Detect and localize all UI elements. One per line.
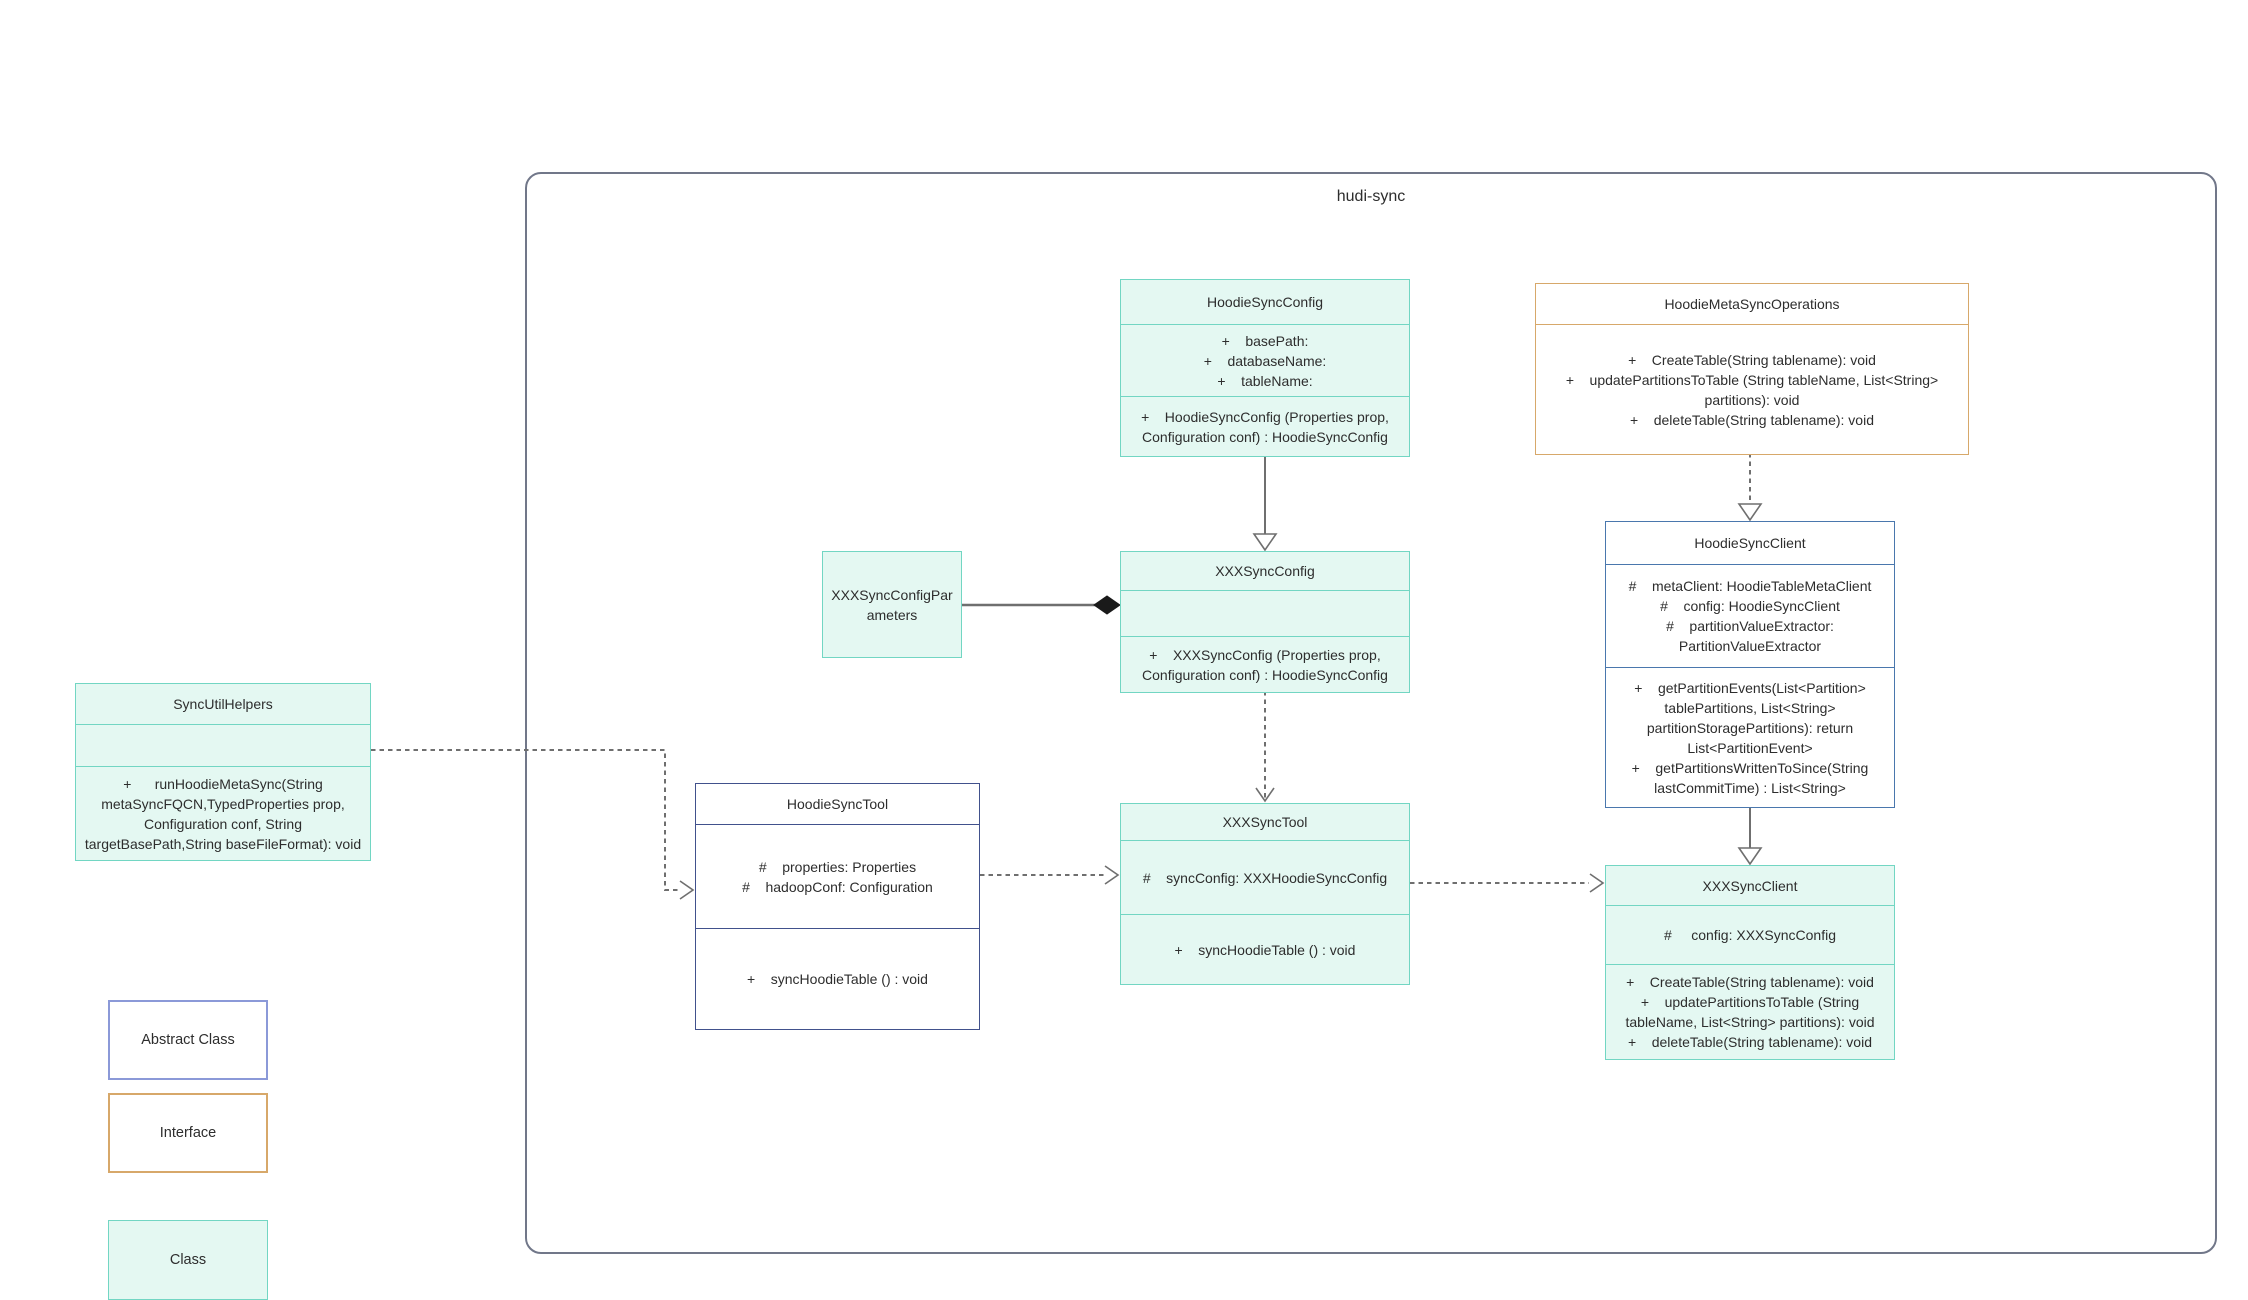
class-attributes: # config: XXXSyncConfig [1606,905,1894,964]
class-title: HoodieMetaSyncOperations [1664,296,1840,312]
class-attributes [76,724,370,766]
class-box-xxx-sync-config[interactable]: XXXSyncConfig + XXXSyncConfig (Propertie… [1120,551,1410,693]
class-methods: + getPartitionEvents(List<Partition> tab… [1606,667,1894,807]
class-title: HoodieSyncTool [786,796,889,812]
class-title: XXXSyncTool [1222,814,1308,830]
legend-interface: Interface [108,1093,268,1173]
package-frame-hudi-sync [525,172,2217,1254]
class-box-xxx-sync-client[interactable]: XXXSyncClient # config: XXXSyncConfig + … [1605,865,1895,1060]
class-attributes: + basePath: + databaseName: + tableName: [1121,324,1409,396]
class-attributes: # properties: Properties # hadoopConf: C… [696,824,979,928]
class-methods: + HoodieSyncConfig (Properties prop, Con… [1121,396,1409,456]
legend-class: Class [108,1220,268,1300]
legend-class-label: Class [169,1252,207,1268]
class-methods: + CreateTable(String tablename): void + … [1606,964,1894,1059]
class-title: HoodieSyncClient [1694,535,1806,551]
class-title: HoodieSyncConfig [1207,294,1323,310]
class-title: XXXSyncConfigPar ameters [831,586,953,623]
class-methods: + XXXSyncConfig (Properties prop, Config… [1121,636,1409,692]
abstract-class-box-hoodie-sync-client[interactable]: HoodieSyncClient # metaClient: HoodieTab… [1605,521,1895,808]
legend-abstract-class-label: Abstract Class [141,1032,235,1048]
class-attributes: # metaClient: HoodieTableMetaClient # co… [1606,564,1894,667]
class-title: XXXSyncClient [1702,877,1798,894]
class-methods: + syncHoodieTable () : void [696,928,979,1029]
class-methods: + runHoodieMetaSync(String metaSyncFQCN,… [76,766,370,860]
legend-abstract-class: Abstract Class [108,1000,268,1080]
class-box-sync-util-helpers[interactable]: SyncUtilHelpers + runHoodieMetaSync(Stri… [75,683,371,861]
class-box-hoodie-sync-config[interactable]: HoodieSyncConfig + basePath: + databaseN… [1120,279,1410,457]
class-attributes [1121,590,1409,636]
package-label: hudi-sync [1336,188,1406,205]
class-box-xxx-sync-tool[interactable]: XXXSyncTool # syncConfig: XXXHoodieSyncC… [1120,803,1410,985]
class-title: XXXSyncConfig [1215,563,1315,579]
class-attributes: # syncConfig: XXXHoodieSyncConfig [1121,840,1409,914]
legend-interface-label: Interface [159,1125,217,1141]
interface-box-hoodie-meta-sync-operations[interactable]: HoodieMetaSyncOperations + CreateTable(S… [1535,283,1969,455]
class-methods: + CreateTable(String tablename): void + … [1536,324,1968,454]
class-title: SyncUtilHelpers [173,696,273,712]
class-methods: + syncHoodieTable () : void [1121,914,1409,984]
abstract-class-box-hoodie-sync-tool[interactable]: HoodieSyncTool # properties: Properties … [695,783,980,1030]
class-box-xxx-sync-config-parameters[interactable]: XXXSyncConfigPar ameters [822,551,962,658]
